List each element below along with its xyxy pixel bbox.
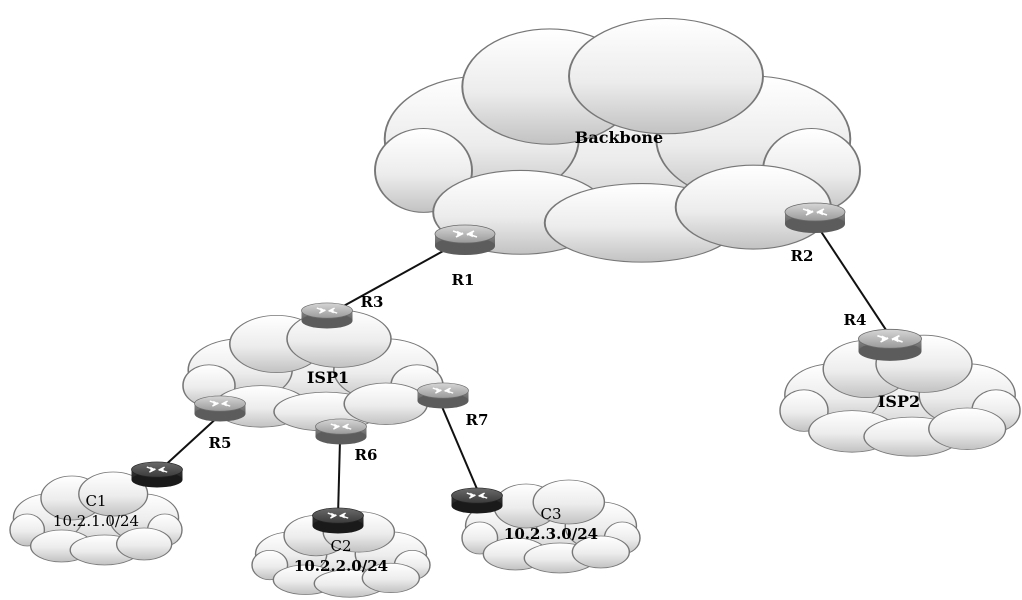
router-r4-icon[interactable] [857, 328, 923, 362]
router-c2-icon[interactable] [311, 507, 365, 535]
links [159, 229, 891, 517]
c3-name: C3 [540, 505, 562, 523]
router-r5-icon[interactable] [193, 395, 247, 423]
router-r5-label: R5 [208, 434, 232, 452]
router-r6-label: R6 [354, 446, 378, 464]
router-c3-icon[interactable] [450, 487, 504, 515]
link-r7-c3 [439, 401, 481, 497]
link-r6-c2 [337, 439, 341, 517]
link-r5-c1 [159, 414, 221, 471]
c1-subnet: 10.2.1.0/24 [52, 512, 140, 530]
router-r2-label: R2 [790, 247, 814, 265]
router-r4-label: R4 [843, 311, 867, 329]
c1-label: C1 10.2.1.0/24 [53, 491, 139, 531]
isp1-label: ISP1 [306, 368, 350, 387]
router-r2-icon[interactable] [784, 202, 846, 234]
link-r1-r3 [339, 249, 446, 309]
backbone-label: Backbone [574, 128, 664, 147]
router-c1-icon[interactable] [130, 461, 184, 489]
c1-name: C1 [85, 492, 107, 510]
router-r1-label: R1 [451, 271, 475, 289]
link-r2-r4 [819, 229, 891, 337]
router-r1-icon[interactable] [434, 224, 496, 256]
c2-label: C2 10.2.2.0/24 [294, 536, 388, 576]
router-r7-icon[interactable] [416, 382, 470, 410]
router-r6-icon[interactable] [314, 418, 368, 446]
c2-subnet: 10.2.2.0/24 [293, 557, 389, 575]
router-r3-label: R3 [360, 293, 384, 311]
router-r7-label: R7 [465, 411, 489, 429]
isp2-label: ISP2 [877, 392, 921, 411]
c3-subnet: 10.2.3.0/24 [503, 525, 599, 543]
router-r3-icon[interactable] [300, 302, 354, 330]
c2-name: C2 [330, 537, 352, 555]
c3-label: C3 10.2.3.0/24 [504, 504, 598, 544]
